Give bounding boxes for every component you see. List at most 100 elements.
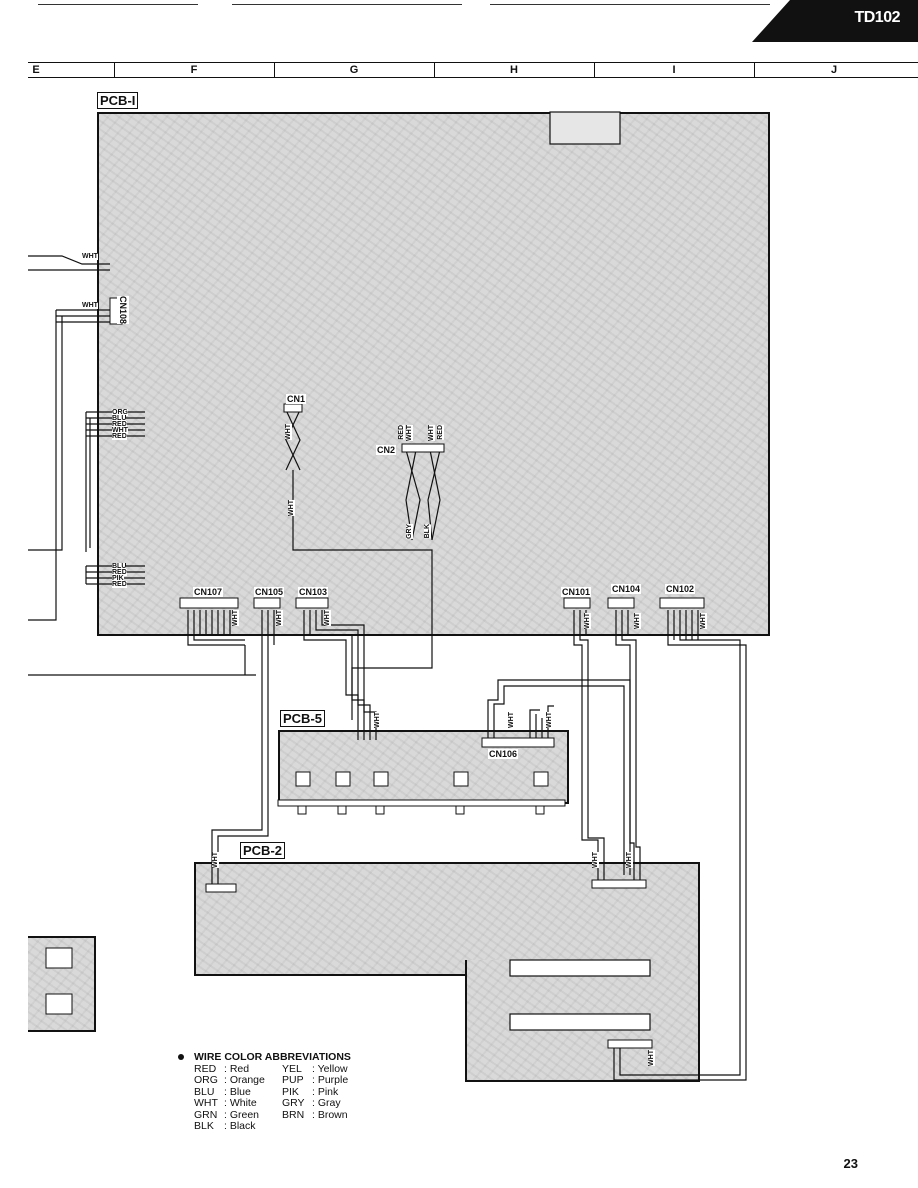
wire-label-blue: BLU: [112, 563, 127, 570]
legend-meaning: : White: [224, 1097, 257, 1109]
wire: [429, 449, 441, 541]
legend-row: RED : Red YEL : Yellow: [194, 1062, 372, 1076]
cn103-label: CN103: [298, 587, 329, 597]
legend-meaning: : Blue: [224, 1085, 251, 1098]
wire: [405, 449, 421, 541]
legend-code: WHT: [194, 1097, 218, 1109]
wire-label-wht: WHT: [634, 613, 641, 629]
cn1-label: CN1: [286, 394, 307, 404]
wire-label-wht: WHT: [508, 712, 515, 728]
wire-label-red: RED: [112, 421, 127, 428]
grid-col-j: J: [830, 64, 838, 76]
wire-label-gray: GRY: [406, 524, 413, 539]
pcb5-knob: [337, 805, 347, 815]
wire: [187, 610, 245, 646]
legend-meaning: : Purple: [312, 1074, 349, 1086]
wire-label-wht: WHT: [428, 425, 435, 441]
legend-code: ORG: [194, 1074, 218, 1086]
wire-label-orange: ORG: [112, 409, 128, 416]
legend-meaning: : Green: [224, 1108, 260, 1121]
pcb5-switch: [295, 771, 311, 787]
cn2-label: CN2: [376, 445, 397, 455]
grid-col-g: G: [349, 64, 359, 76]
grid-divider: [114, 63, 115, 77]
legend-meaning: : Brown: [312, 1108, 348, 1121]
wire: [285, 409, 301, 471]
cn105-header: [253, 597, 281, 609]
legend-meaning: : Pink: [312, 1085, 339, 1098]
cn102-label: CN102: [665, 584, 696, 594]
top-rule-middle: [232, 4, 462, 5]
cn104-header: [607, 597, 635, 609]
side-board-part: [45, 947, 73, 969]
model-tab-shape: [752, 0, 918, 42]
bullet-icon: [178, 1054, 184, 1060]
cn2-header: [401, 443, 445, 453]
wire-label-red: RED: [437, 425, 444, 440]
cn106-header: [481, 737, 555, 748]
wire-label-black: BLK: [424, 524, 431, 539]
legend-meaning: : Yellow: [312, 1062, 348, 1075]
pcb2-label: PCB-2: [240, 842, 286, 859]
wire: [619, 610, 741, 1076]
pcb5-label: PCB-5: [280, 710, 326, 727]
wire-color-legend: WIRE COLOR ABBREVIATIONS RED : Red YEL :…: [178, 1051, 372, 1133]
pcb5-switch: [453, 771, 469, 787]
legend-meaning: : Black: [224, 1120, 256, 1132]
wire-label-wht: WHT: [232, 610, 239, 626]
pcb2-right-header: [591, 879, 647, 889]
legend-row: BLK : Black: [194, 1120, 372, 1133]
legend-row: BLU : Blue PIK : Pink: [194, 1085, 372, 1099]
legend-row: GRN : Green BRN : Brown: [194, 1108, 372, 1122]
wire: [487, 679, 631, 875]
cn104-label: CN104: [611, 584, 642, 594]
legend-row: WHT : White GRY : Gray: [194, 1097, 372, 1110]
cn102-header: [659, 597, 705, 609]
grid-col-h: H: [510, 64, 518, 76]
wire: [621, 610, 641, 885]
page-number: 23: [843, 1156, 858, 1171]
pcb1-label: PCB-I: [97, 92, 139, 109]
legend-code: PUP: [282, 1074, 304, 1086]
legend-meaning: : Gray: [312, 1097, 341, 1109]
wire: [529, 709, 540, 740]
legend-code: GRN: [194, 1108, 218, 1121]
wire-label-wht: WHT: [212, 852, 219, 868]
cn1-header: [283, 403, 303, 413]
wire-label-wht: WHT: [700, 613, 707, 629]
wire-label-wht: WHT: [584, 613, 591, 629]
pcb2-heatsink: [509, 1013, 651, 1031]
wire-label-wht: WHT: [546, 712, 553, 728]
wire-label-red: RED: [112, 433, 127, 440]
legend-code: BRN: [282, 1108, 305, 1121]
pcb1-top-notch: [549, 111, 621, 145]
wire-label-pink: PIK: [112, 575, 124, 582]
wire: [613, 610, 747, 1081]
wire-label-wht: WHT: [112, 427, 128, 434]
pcb5-switch: [335, 771, 351, 787]
wire-label-wht: WHT: [592, 852, 599, 868]
wire: [28, 316, 63, 551]
wire: [615, 610, 635, 885]
pcb5-knob: [535, 805, 545, 815]
wire-label-red: RED: [398, 425, 405, 440]
cn107-header: [179, 597, 239, 609]
legend-meaning: : Orange: [224, 1074, 265, 1086]
pcb2-left-header: [205, 883, 237, 893]
wire: [193, 610, 245, 641]
grid-divider: [434, 63, 435, 77]
legend-code: GRY: [282, 1097, 305, 1109]
wire: [493, 685, 625, 875]
pcb5-switch: [373, 771, 389, 787]
wire-label-wht: WHT: [288, 500, 295, 516]
wire-label-wht: WHT: [626, 852, 633, 868]
pcb1-board: [97, 112, 770, 636]
wire: [315, 610, 371, 740]
grid-reference-bar: E F G H I J: [28, 62, 918, 78]
wire-label-wht: WHT: [374, 712, 381, 728]
legend-code: RED: [194, 1062, 217, 1075]
cn101-label: CN101: [561, 587, 592, 597]
wire: [28, 255, 110, 265]
wire-label-wht: WHT: [82, 302, 98, 309]
